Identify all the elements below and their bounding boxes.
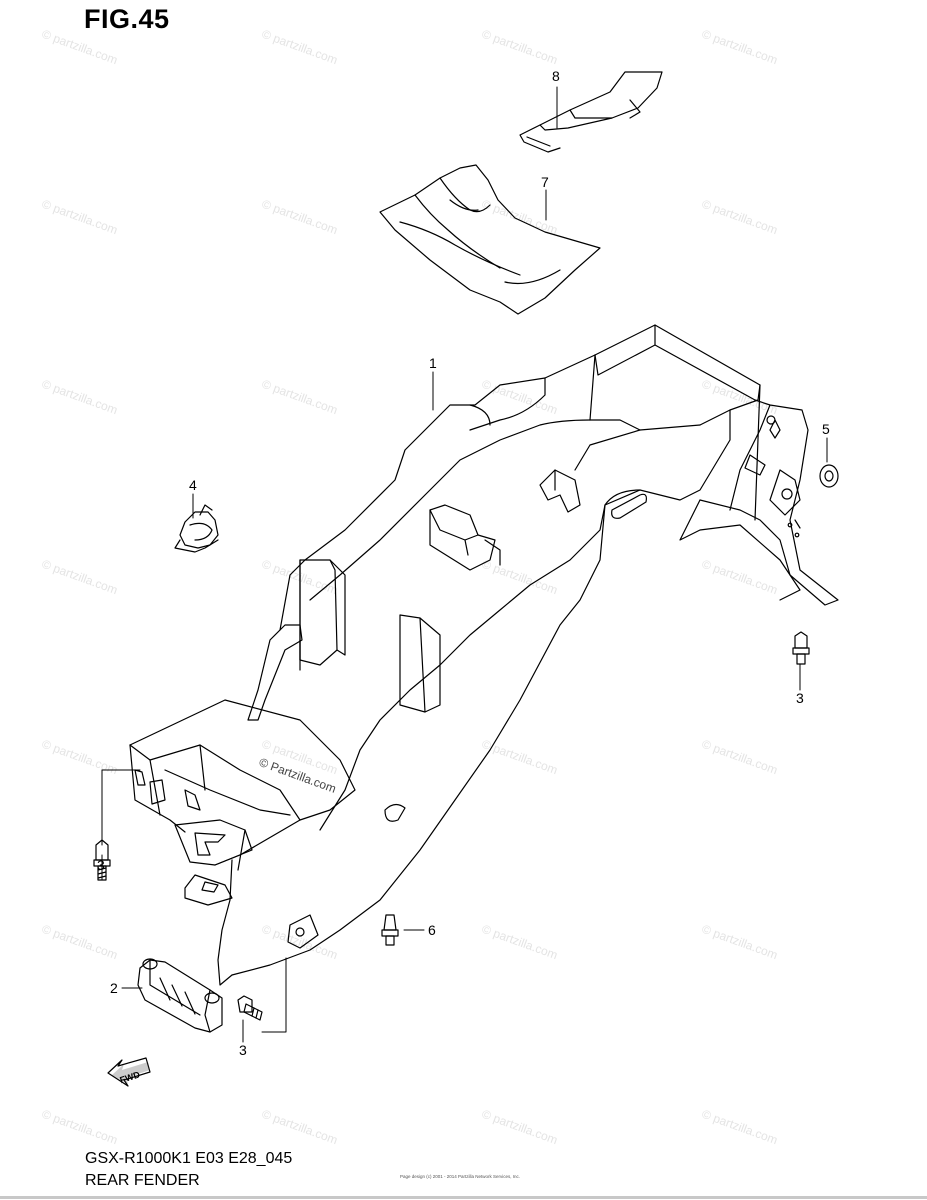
part-7-cover [379,164,601,315]
callout-3-right: 3 [796,690,804,706]
part-2-reflector [137,958,223,1033]
callout-1: 1 [429,355,437,371]
model-code: GSX-R1000K1 E03 E28_045 [85,1150,293,1167]
part-3-bolt-bottom [237,995,263,1021]
part-5-washer [819,464,839,488]
leader-lines [101,86,828,1043]
part-1-rear-fender [129,324,839,986]
section-name: REAR FENDER [85,1172,200,1189]
part-6-rivet [381,914,399,946]
callout-3-left: 3 [97,857,105,873]
callout-6: 6 [428,922,436,938]
callout-2: 2 [110,980,118,996]
part-3-bolt-right [792,631,810,665]
part-4-clamp [174,504,219,553]
bottom-divider [0,1196,927,1199]
fwd-arrow-icon [107,1057,151,1087]
part-8-strap [519,71,663,153]
callout-8: 8 [552,68,560,84]
callout-5: 5 [822,421,830,437]
callout-4: 4 [189,477,197,493]
part-3-bolt-left [93,839,111,881]
figure-title: FIG.45 [84,4,170,34]
copyright-small-print: Page design (c) 2001 - 2014 Partzilla Ne… [400,1174,521,1179]
callout-7: 7 [541,174,549,190]
callout-3-bottom: 3 [239,1042,247,1058]
